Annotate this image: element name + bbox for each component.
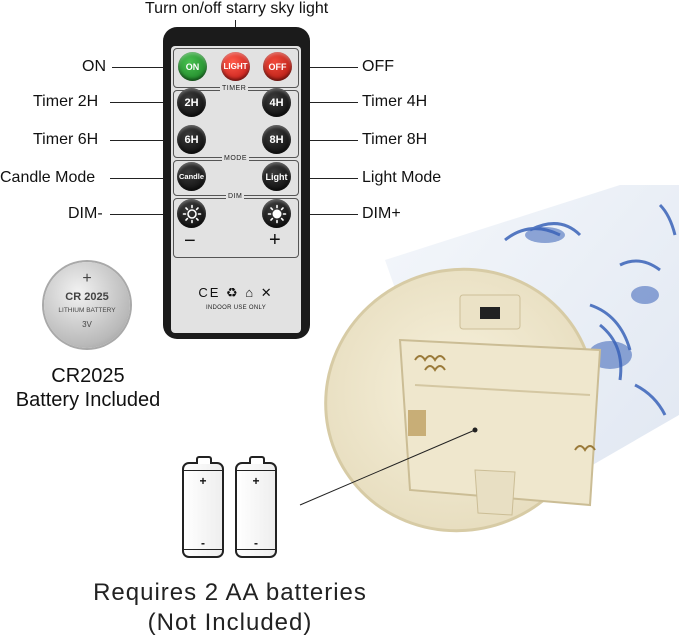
timer-4h-pointer — [292, 102, 358, 103]
dim-minus-sign: − — [184, 230, 196, 252]
timer-8h-label: Timer 8H — [362, 131, 428, 148]
aa-battery-1-band-top — [184, 470, 222, 471]
on-button[interactable]: ON — [178, 52, 207, 81]
timer-8h-pointer — [292, 140, 358, 141]
aa-battery-1-cap — [196, 456, 212, 464]
indoor-use-text: INDOOR USE ONLY — [205, 305, 267, 311]
light-mode-pointer — [292, 178, 358, 179]
dim-minus-button[interactable] — [177, 199, 206, 228]
off-pointer — [296, 67, 358, 68]
aa-battery-1-plus: + — [199, 474, 207, 488]
dim-minus-pointer — [110, 214, 176, 215]
dim-minus-label: DIM- — [68, 205, 103, 222]
requirement-line1: Requires 2 AA batteries — [93, 579, 367, 606]
coin-battery: + CR 2025 LITHIUM BATTERY 3V — [44, 262, 130, 348]
dim-plus-sign: + — [269, 229, 281, 251]
coin-caption-line2: Battery Included — [15, 389, 161, 411]
aa-battery-1: + - — [182, 456, 224, 558]
timer-2h-label: Timer 2H — [33, 93, 99, 110]
aa-battery-1-band-bottom — [184, 549, 222, 550]
aa-battery-1-minus: - — [201, 536, 205, 550]
coin-caption: CR2025 Battery Included — [0, 364, 176, 412]
candle-mode-label: Candle Mode — [0, 169, 96, 186]
aa-battery-2-cap — [249, 456, 265, 464]
coin-plus: + — [82, 270, 92, 287]
candle-mode-button[interactable]: Candle — [177, 162, 206, 191]
timer-4h-button[interactable]: 4H — [262, 88, 291, 117]
dim-plus-pointer — [292, 214, 358, 215]
requirement-line2: (Not Included) — [147, 609, 313, 636]
aa-battery-2: + - — [235, 456, 277, 558]
aa-battery-2-minus: - — [254, 536, 258, 550]
off-label: OFF — [362, 58, 394, 75]
light-button[interactable]: LIGHT — [221, 52, 250, 81]
starry-light-label: Turn on/off starry sky light — [145, 0, 329, 17]
light-mode-button[interactable]: Light — [262, 162, 291, 191]
timer-2h-button[interactable]: 2H — [177, 88, 206, 117]
light-mode-label: Light Mode — [362, 169, 442, 186]
sun-outline-icon — [182, 204, 201, 223]
candle-mode-pointer — [110, 178, 176, 179]
dim-section-title: DIM — [226, 193, 245, 200]
coin-type: LITHIUM BATTERY — [58, 307, 116, 314]
timer-6h-button[interactable]: 6H — [177, 125, 206, 154]
candle-bottom-illustration — [299, 185, 679, 533]
off-button[interactable]: OFF — [263, 52, 292, 81]
coin-caption-line1: CR2025 — [51, 365, 125, 387]
aa-battery-2-band-top — [237, 470, 275, 471]
dim-plus-label: DIM+ — [362, 205, 401, 222]
timer-6h-pointer — [110, 140, 176, 141]
sun-filled-icon — [267, 204, 286, 223]
aa-battery-2-plus: + — [252, 474, 260, 488]
coin-voltage: 3V — [82, 320, 92, 329]
dim-plus-button[interactable] — [262, 199, 291, 228]
on-label: ON — [82, 58, 106, 75]
coin-model: CR 2025 — [65, 291, 109, 303]
mode-section-title: MODE — [222, 155, 249, 162]
timer-4h-label: Timer 4H — [362, 93, 428, 110]
timer-6h-label: Timer 6H — [33, 131, 99, 148]
certification-marks: CE ♻ ⌂ ✕ — [198, 285, 274, 300]
aa-battery-2-band-bottom — [237, 549, 275, 550]
timer-2h-pointer — [110, 102, 176, 103]
on-pointer — [112, 67, 178, 68]
timer-section-title: TIMER — [220, 85, 249, 92]
timer-8h-button[interactable]: 8H — [262, 125, 291, 154]
